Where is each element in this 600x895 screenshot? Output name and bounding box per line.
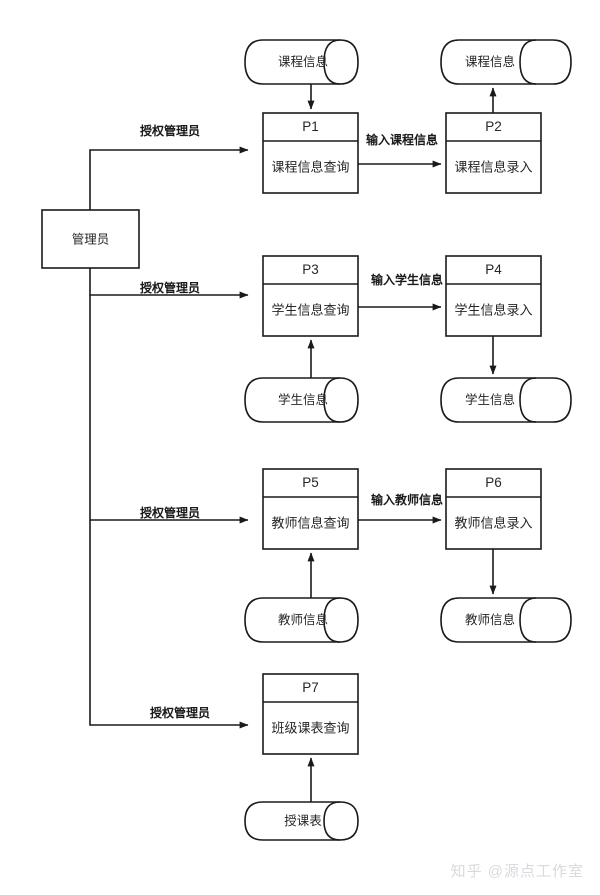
- process-P1[interactable]: P1 课程信息查询: [262, 112, 359, 194]
- store-label-schedule: 授课表: [284, 814, 322, 828]
- branch-line-1: [89, 146, 249, 210]
- process-box-P1[interactable]: [262, 112, 359, 194]
- store-label-course-entry: 课程信息: [465, 54, 515, 69]
- store-inner-curve-course-query: [323, 39, 341, 85]
- store-label-course-query: 课程信息: [278, 54, 328, 69]
- process-box-P7[interactable]: [262, 673, 359, 755]
- store-inner-curve-teacher-query: [323, 597, 341, 643]
- admin-label: 管理员: [72, 231, 110, 246]
- store-shape-course-entry[interactable]: [440, 39, 572, 85]
- edge-label-teacher-flow: 输入教师信息: [371, 492, 443, 507]
- branch-line-3: [89, 295, 249, 524]
- process-code-P3: P3: [302, 262, 319, 277]
- data-store-teacher-entry[interactable]: 教师信息: [440, 597, 572, 643]
- process-code-P4: P4: [485, 262, 502, 277]
- process-name-P6: 教师信息录入: [454, 515, 532, 530]
- process-code-P5: P5: [302, 475, 319, 490]
- process-code-P7: P7: [302, 680, 319, 695]
- data-store-teacher-query[interactable]: 教师信息: [244, 597, 359, 643]
- data-store-course-entry[interactable]: 课程信息: [440, 39, 572, 85]
- store-label-teacher-entry: 教师信息: [465, 612, 515, 627]
- edge-label-branch-4: 授权管理员: [150, 705, 210, 720]
- edge-label-course-flow: 输入课程信息: [366, 132, 438, 147]
- process-box-P2[interactable]: [445, 112, 542, 194]
- process-box-P4[interactable]: [445, 255, 542, 337]
- store-inner-curve-student-entry: [519, 377, 537, 423]
- store-shape-student-entry[interactable]: [440, 377, 572, 423]
- store-inner-curve-course-entry: [519, 39, 537, 85]
- store-label-teacher-query: 教师信息: [278, 612, 328, 627]
- process-name-P7: 班级课表查询: [271, 720, 349, 735]
- external-entity-admin[interactable]: 管理员: [41, 209, 140, 269]
- admin-box[interactable]: [41, 209, 140, 269]
- process-name-P3: 学生信息查询: [271, 302, 349, 317]
- data-store-schedule[interactable]: 授课表: [244, 801, 359, 841]
- process-code-P2: P2: [485, 119, 502, 134]
- process-P2[interactable]: P2 课程信息录入: [445, 112, 542, 194]
- data-store-course-query[interactable]: 课程信息: [244, 39, 359, 85]
- store-label-student-query: 学生信息: [278, 392, 328, 407]
- process-name-P5: 教师信息查询: [271, 515, 349, 530]
- process-name-P1: 课程信息查询: [271, 159, 349, 174]
- process-code-P6: P6: [485, 475, 502, 490]
- store-inner-curve-schedule: [323, 801, 341, 841]
- process-P4[interactable]: P4 学生信息录入: [445, 255, 542, 337]
- data-store-student-query[interactable]: 学生信息: [244, 377, 359, 423]
- process-box-P6[interactable]: [445, 468, 542, 550]
- branch-line-4: [89, 520, 249, 729]
- process-box-P3[interactable]: [262, 255, 359, 337]
- watermark: 知乎 @源点工作室: [450, 863, 584, 880]
- admin-trunk-lines: [89, 146, 249, 729]
- store-inner-curve-student-query: [323, 377, 341, 423]
- process-P5[interactable]: P5 教师信息查询: [262, 468, 359, 550]
- process-P7[interactable]: P7 班级课表查询: [262, 673, 359, 755]
- process-name-P4: 学生信息录入: [454, 302, 532, 317]
- edge-label-student-flow: 输入学生信息: [371, 272, 443, 287]
- process-P3[interactable]: P3 学生信息查询: [262, 255, 359, 337]
- process-code-P1: P1: [302, 119, 319, 134]
- edge-label-branch-2: 授权管理员: [140, 280, 200, 295]
- edge-label-branch-1: 授权管理员: [140, 123, 200, 138]
- store-inner-curve-teacher-entry: [519, 597, 537, 643]
- process-box-P5[interactable]: [262, 468, 359, 550]
- process-name-P2: 课程信息录入: [454, 159, 532, 174]
- data-store-student-entry[interactable]: 学生信息: [440, 377, 572, 423]
- process-P6[interactable]: P6 教师信息录入: [445, 468, 542, 550]
- store-shape-teacher-entry[interactable]: [440, 597, 572, 643]
- store-label-student-entry: 学生信息: [465, 392, 515, 407]
- edge-label-branch-3: 授权管理员: [140, 505, 200, 520]
